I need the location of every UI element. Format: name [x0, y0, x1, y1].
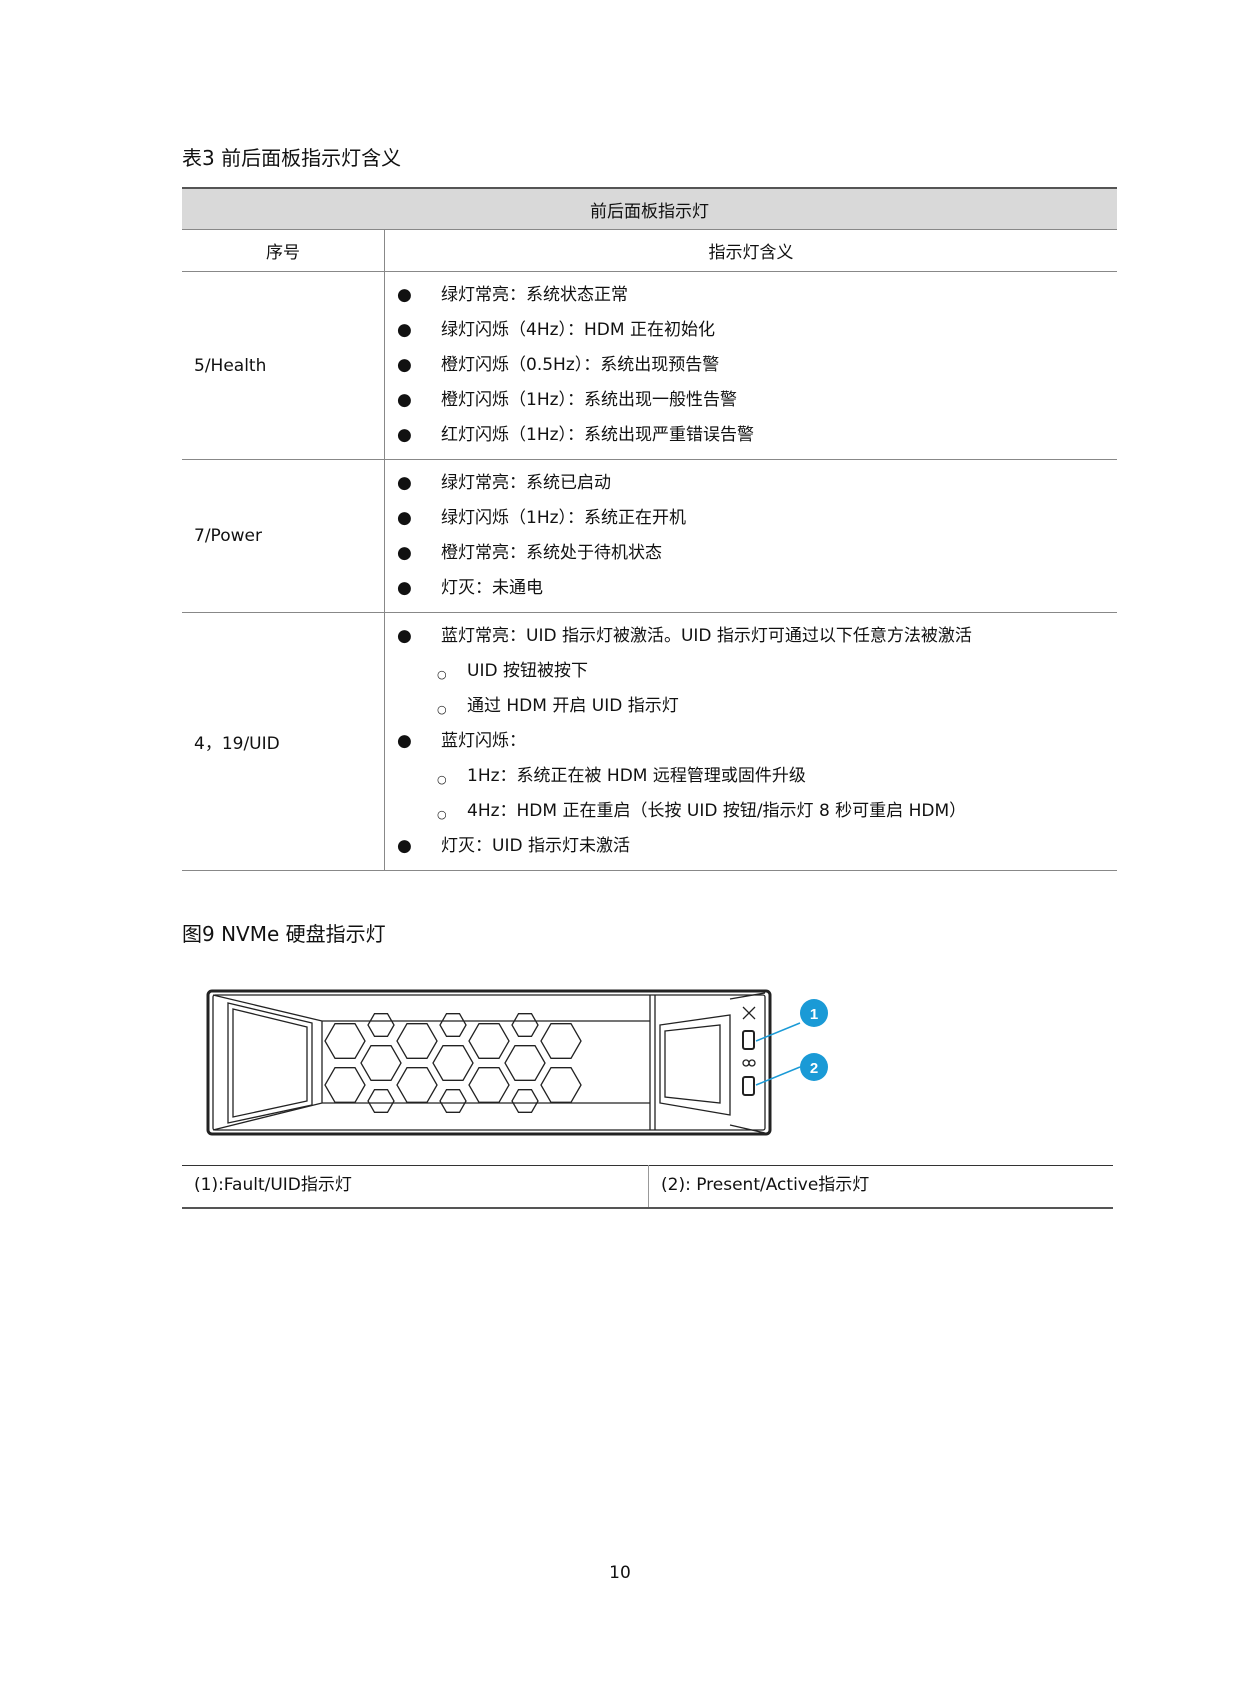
figure-caption: 图9 NVMe 硬盘指示灯	[182, 922, 386, 946]
legend-item-2: (2): Present/Active指示灯	[648, 1165, 1113, 1209]
bullet-icon: ●	[397, 425, 412, 445]
grille-hole	[504, 1045, 546, 1081]
bullet-icon: ○	[437, 668, 447, 681]
legend-item-1: (1):Fault/UID指示灯	[182, 1165, 649, 1209]
list-item: ● 红灯闪烁（1Hz）：系统出现严重错误告警	[385, 418, 1117, 453]
grille-hole	[511, 1013, 539, 1037]
list-item-text: 灯灭：未通电	[441, 578, 543, 598]
grille-hole	[432, 1045, 474, 1081]
list-item: ● 橙灯闪烁（1Hz）：系统出现一般性告警	[385, 383, 1117, 418]
list-item-text: 蓝灯闪烁：	[441, 731, 526, 751]
table-row: 7/Power ● 绿灯常亮：系统已启动 ● 绿灯闪烁（1Hz）：系统正在开机 ● 橙灯常亮…	[182, 459, 1117, 613]
grille-hole	[540, 1067, 582, 1103]
grille-hole	[367, 1013, 395, 1037]
list-item: ● 蓝灯常亮：UID 指示灯被激活。UID 指示灯可通过以下任意方法被激活	[385, 619, 1117, 654]
grille-hole	[396, 1067, 438, 1103]
bullet-icon: ●	[397, 320, 412, 340]
list-item: ● 绿灯闪烁（4Hz）：HDM 正在初始化	[385, 313, 1117, 348]
list-item-text: 1Hz：系统正在被 HDM 远程管理或固件升级	[467, 766, 806, 786]
grille-hole	[324, 1067, 366, 1103]
list-item: ○ 1Hz：系统正在被 HDM 远程管理或固件升级	[385, 759, 1117, 794]
list-item-text: UID 按钮被按下	[467, 661, 588, 681]
indicator-id: 7/Power	[182, 459, 385, 613]
wrench-icon	[742, 1006, 756, 1020]
indicator-meaning: ● 绿灯常亮：系统已启动 ● 绿灯闪烁（1Hz）：系统正在开机 ● 橙灯常亮：系统处于待机…	[384, 459, 1117, 613]
col-header-meaning: 指示灯含义	[384, 229, 1117, 272]
grille-hole	[439, 1013, 467, 1037]
bullet-icon: ●	[397, 285, 412, 305]
table-header: 前后面板指示灯	[182, 187, 1117, 230]
callout-2	[800, 1053, 828, 1081]
list-item-text: 绿灯闪烁（4Hz）：HDM 正在初始化	[441, 320, 715, 340]
grille-hole	[439, 1089, 467, 1113]
disk-activity-icon	[742, 1059, 750, 1067]
list-item-text: 橙灯常亮：系统处于待机状态	[441, 543, 662, 563]
bullet-icon: ●	[397, 626, 412, 646]
list-item: ● 橙灯常亮：系统处于待机状态	[385, 536, 1117, 571]
list-item: ○ 通过 HDM 开启 UID 指示灯	[385, 689, 1117, 724]
list-item: ● 灯灭：UID 指示灯未激活	[385, 829, 1117, 864]
indicator-id: 4，19/UID	[182, 612, 385, 871]
list-item-text: 蓝灯常亮：UID 指示灯被激活。UID 指示灯可通过以下任意方法被激活	[441, 626, 972, 646]
list-item-text: 橙灯闪烁（1Hz）：系统出现一般性告警	[441, 390, 738, 410]
table-row: 5/Health ● 绿灯常亮：系统状态正常 ● 绿灯闪烁（4Hz）：HDM 正在初始化…	[182, 271, 1117, 460]
bullet-icon: ○	[437, 773, 447, 786]
list-item: ● 绿灯闪烁（1Hz）：系统正在开机	[385, 501, 1117, 536]
col-header-id: 序号	[182, 229, 385, 272]
grille-hole	[540, 1023, 582, 1059]
figure-legend-table: (1):Fault/UID指示灯 (2): Present/Active指示灯	[182, 1165, 1113, 1209]
list-item: ● 橙灯闪烁（0.5Hz）：系统出现预告警	[385, 348, 1117, 383]
list-item-text: 通过 HDM 开启 UID 指示灯	[467, 696, 679, 716]
bullet-icon: ●	[397, 578, 412, 598]
bullet-icon: ●	[397, 473, 412, 493]
grille-hole	[324, 1023, 366, 1059]
bullet-icon: ●	[397, 355, 412, 375]
table-row: 4，19/UID ● 蓝灯常亮：UID 指示灯被激活。UID 指示灯可通过以下任意方…	[182, 612, 1117, 871]
grille-hole	[396, 1023, 438, 1059]
list-item: ○ 4Hz：HDM 正在重启（长按 UID 按钮/指示灯 8 秒可重启 HDM）	[385, 794, 1117, 829]
list-item-text: 灯灭：UID 指示灯未激活	[441, 836, 630, 856]
grille-hole	[360, 1045, 402, 1081]
indicator-table: 前后面板指示灯 序号 指示灯含义 5/Health ● 绿灯常亮：系统状态正常 ● 绿灯…	[182, 187, 1117, 871]
bullet-icon: ●	[397, 731, 412, 751]
list-item: ● 绿灯常亮：系统状态正常	[385, 278, 1117, 313]
bullet-icon: ●	[397, 390, 412, 410]
indicator-meaning: ● 蓝灯常亮：UID 指示灯被激活。UID 指示灯可通过以下任意方法被激活 ○ UID…	[384, 612, 1117, 871]
list-item-text: 红灯闪烁（1Hz）：系统出现严重错误告警	[441, 425, 755, 445]
list-item-text: 橙灯闪烁（0.5Hz）：系统出现预告警	[441, 355, 720, 375]
list-item: ○ UID 按钮被按下	[385, 654, 1117, 689]
callout-2-label: 2	[810, 1060, 818, 1077]
indicator-id: 5/Health	[182, 271, 385, 460]
grille-hole	[468, 1023, 510, 1059]
list-item-text: 绿灯常亮：系统状态正常	[441, 285, 628, 305]
bullet-icon: ●	[397, 836, 412, 856]
list-item: ● 蓝灯闪烁：	[385, 724, 1117, 759]
indicator-meaning: ● 绿灯常亮：系统状态正常 ● 绿灯闪烁（4Hz）：HDM 正在初始化 ● 橙灯闪烁（0.…	[384, 271, 1117, 460]
grille-hole	[367, 1089, 395, 1113]
bullet-icon: ○	[437, 808, 447, 821]
bullet-icon: ●	[397, 508, 412, 528]
bullet-icon: ○	[437, 703, 447, 716]
nvme-drive-illustration: 1 2	[206, 989, 828, 1136]
callout-1-label: 1	[810, 1006, 818, 1023]
list-item: ● 绿灯常亮：系统已启动	[385, 466, 1117, 501]
page-number: 10	[609, 1563, 631, 1583]
grille-hole	[511, 1089, 539, 1113]
list-item: ● 灯灭：未通电	[385, 571, 1117, 606]
list-item-text: 绿灯闪烁（1Hz）：系统正在开机	[441, 508, 687, 528]
list-item-text: 4Hz：HDM 正在重启（长按 UID 按钮/指示灯 8 秒可重启 HDM）	[467, 801, 967, 821]
callout-1	[800, 999, 828, 1027]
bullet-icon: ●	[397, 543, 412, 563]
list-item-text: 绿灯常亮：系统已启动	[441, 473, 611, 493]
table-caption: 表3 前后面板指示灯含义	[182, 146, 402, 170]
grille-hole	[468, 1067, 510, 1103]
